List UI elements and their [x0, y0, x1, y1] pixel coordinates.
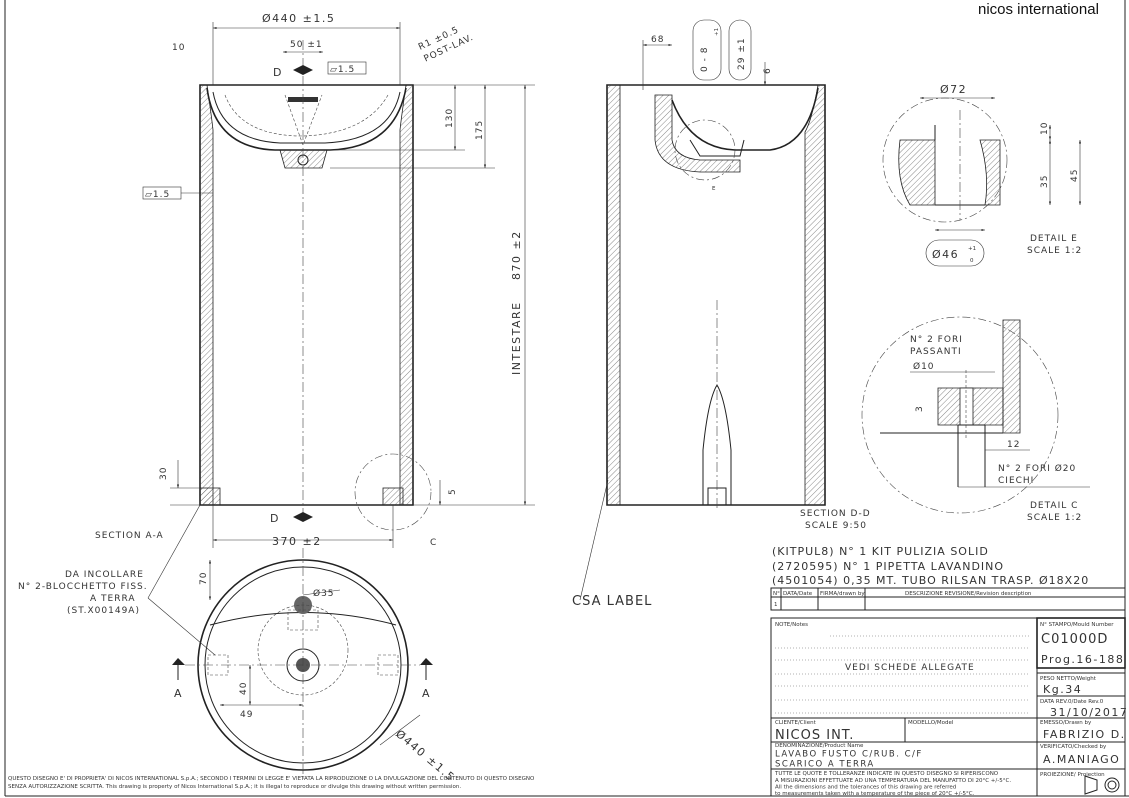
- kit-line-1: (KITPUL8) N° 1 KIT PULIZIA SOLID: [772, 545, 989, 558]
- dim-10: 10: [172, 43, 185, 53]
- notes-label: NOTE/Notes: [775, 622, 808, 628]
- section-mark-a-left: A: [174, 687, 183, 700]
- checked-by-label: VERIFICATO/Checked by: [1040, 744, 1107, 750]
- top-view-dia-35: Ø35: [313, 588, 335, 599]
- section-dd-view: [579, 19, 826, 601]
- dim-68: 68: [651, 35, 664, 45]
- product-name-line-1: LAVABO FUSTO C/RUB. C/F: [775, 750, 923, 760]
- client-label: CLIENTE/Client: [775, 720, 817, 726]
- weight-value: Kg.34: [1043, 683, 1082, 696]
- detail-c-holes-through-2: PASSANTI: [910, 347, 962, 357]
- detail-e-dia-72: Ø72: [940, 83, 967, 96]
- tolerance-note-en-2: to measurements taken with a temperature…: [775, 791, 975, 797]
- dim-29: 29 ±1: [737, 37, 747, 70]
- drawn-by-value: FABRIZIO D.: [1043, 728, 1126, 741]
- drawn-by-label: EMESSO/Drawn by: [1040, 720, 1092, 726]
- detail-c-holes-through-1: N° 2 FORI: [910, 335, 963, 345]
- detail-e-scale: SCALE 1:2: [1027, 246, 1082, 256]
- kit-line-3: (4501054) 0,35 MT. TUBO RILSAN TRASP. Ø1…: [772, 574, 1089, 587]
- section-mark-d-bottom: D: [270, 512, 280, 525]
- dim-50: 50 ±1: [290, 40, 323, 50]
- section-dd-scale: SCALE 9:50: [805, 521, 867, 531]
- revision-row-no: 1: [774, 602, 778, 608]
- dim-870: 870 ±2: [510, 230, 523, 280]
- date-label: DATA REV.0/Date Rev.0: [1040, 699, 1104, 705]
- intestare-note: INTESTARE: [510, 301, 523, 375]
- top-view-note-3: A TERRA: [90, 594, 136, 604]
- top-view-note-4: (ST.X00149A): [67, 606, 140, 616]
- checked-by-value: A.MANIAGO: [1043, 753, 1120, 766]
- detail-c-dim-3: 3: [915, 405, 925, 412]
- dim-370: 370 ±2: [272, 535, 322, 548]
- detail-e-view: [882, 96, 1082, 267]
- projection-label: PROIEZIONE/ Projection: [1040, 772, 1105, 778]
- top-view-dim-40: 40: [239, 682, 249, 695]
- flatness-callout-top: ▱1.5: [330, 65, 355, 75]
- section-mark-d-top: D: [273, 66, 283, 79]
- weight-label: PESO NETTO/Weight: [1040, 676, 1097, 682]
- top-view-note-1: DA INCOLLARE: [65, 570, 144, 580]
- top-view: [147, 504, 433, 780]
- detail-e-dim-10: 10: [1040, 122, 1050, 135]
- section-aa-title: SECTION A-A: [95, 531, 164, 541]
- dim-5: 5: [448, 488, 458, 495]
- brand-logo: nicos international: [978, 1, 1099, 18]
- section-dd-title: SECTION D-D: [800, 509, 871, 519]
- dim-6: 6: [763, 67, 773, 74]
- detail-c-scale: SCALE 1:2: [1027, 513, 1082, 523]
- dim-0-8: 0 - 8: [700, 47, 710, 72]
- product-name-line-2: SCARICO A TERRA: [775, 760, 875, 770]
- footer-line-1: QUESTO DISEGNO E' DI PROPRIETA' DI NICOS…: [8, 776, 535, 782]
- revision-header-date: DATA/Date: [783, 591, 813, 597]
- detail-c-holes-blind-1: N° 2 FORI Ø20: [998, 463, 1076, 474]
- revision-table: [770, 587, 1126, 611]
- tolerance-note-en-1: All the dimensions and the tolerances of…: [775, 784, 956, 790]
- detail-c-holes-blind-2: CIECHI: [998, 476, 1034, 486]
- mould-number-value: C01000D: [1041, 632, 1108, 647]
- detail-e-dia-46: Ø46: [932, 248, 959, 261]
- projection-symbol-icon: [1084, 775, 1120, 795]
- radius-callout: R1 ±0.5 POST-LAV.: [417, 25, 475, 64]
- detail-c-dia-10: Ø10: [913, 361, 935, 372]
- detail-e-tol-low: 0: [970, 258, 974, 264]
- title-block: [770, 617, 1126, 797]
- detail-e-title: DETAIL E: [1030, 234, 1078, 244]
- detail-c-view: [861, 316, 1090, 514]
- detail-e-tol-up: +1: [968, 246, 976, 252]
- detail-c-title: DETAIL C: [1030, 501, 1078, 511]
- kit-line-2: (2720595) N° 1 PIPETTA LAVANDINO: [772, 560, 1004, 573]
- detail-c-dim-12: 12: [1007, 440, 1020, 450]
- flatness-callout-left: ▱1.5: [145, 190, 170, 200]
- notes-text: VEDI SCHEDE ALLEGATE: [845, 663, 975, 673]
- product-name-label: DENOMINAZIONE/Product Name: [775, 743, 864, 749]
- revision-header-no: N°: [773, 591, 780, 597]
- prog-number: Prog.16-188: [1041, 653, 1124, 666]
- revision-header-drawn-by: FIRMA/drawn by: [820, 591, 865, 597]
- dim-130: 130: [445, 108, 455, 128]
- footer-line-2: SENZA AUTORIZZAZIONE SCRITTA. This drawi…: [8, 784, 461, 790]
- date-value: 31/10/2017: [1050, 706, 1128, 719]
- detail-mark-e: E: [712, 186, 716, 192]
- dim-dia-440: Ø440 ±1.5: [262, 12, 335, 25]
- section-mark-a-right: A: [422, 687, 431, 700]
- model-label: MODELLO/Model: [908, 720, 954, 726]
- tolerance-note-it-1: TUTTE LE QUOTE E TOLLERANZE INDICATE IN …: [774, 771, 999, 777]
- dim-30: 30: [159, 467, 169, 480]
- detail-mark-c: C: [430, 538, 437, 548]
- csa-label-note: CSA LABEL: [572, 594, 652, 609]
- detail-e-dim-35: 35: [1040, 175, 1050, 188]
- top-view-note-2: N° 2-BLOCCHETTO FISS.: [18, 582, 148, 592]
- detail-e-dim-45: 45: [1070, 169, 1080, 182]
- top-view-dim-49: 49: [240, 710, 253, 720]
- section-aa-view: [142, 22, 535, 548]
- dim-0-8-tolerance: +1: [714, 28, 720, 36]
- tolerance-note-it-2: A MISURAZIONI EFFETTUATE AD UNA TEMPERAT…: [775, 778, 1011, 784]
- dim-175: 175: [475, 120, 485, 140]
- top-view-dim-70: 70: [199, 572, 209, 585]
- mould-number-label: N° STAMPO/Mould Number: [1040, 622, 1114, 628]
- client-value: NICOS INT.: [775, 728, 854, 743]
- revision-header-description: DESCRIZIONE REVISIONE/Revision descripti…: [905, 591, 1032, 597]
